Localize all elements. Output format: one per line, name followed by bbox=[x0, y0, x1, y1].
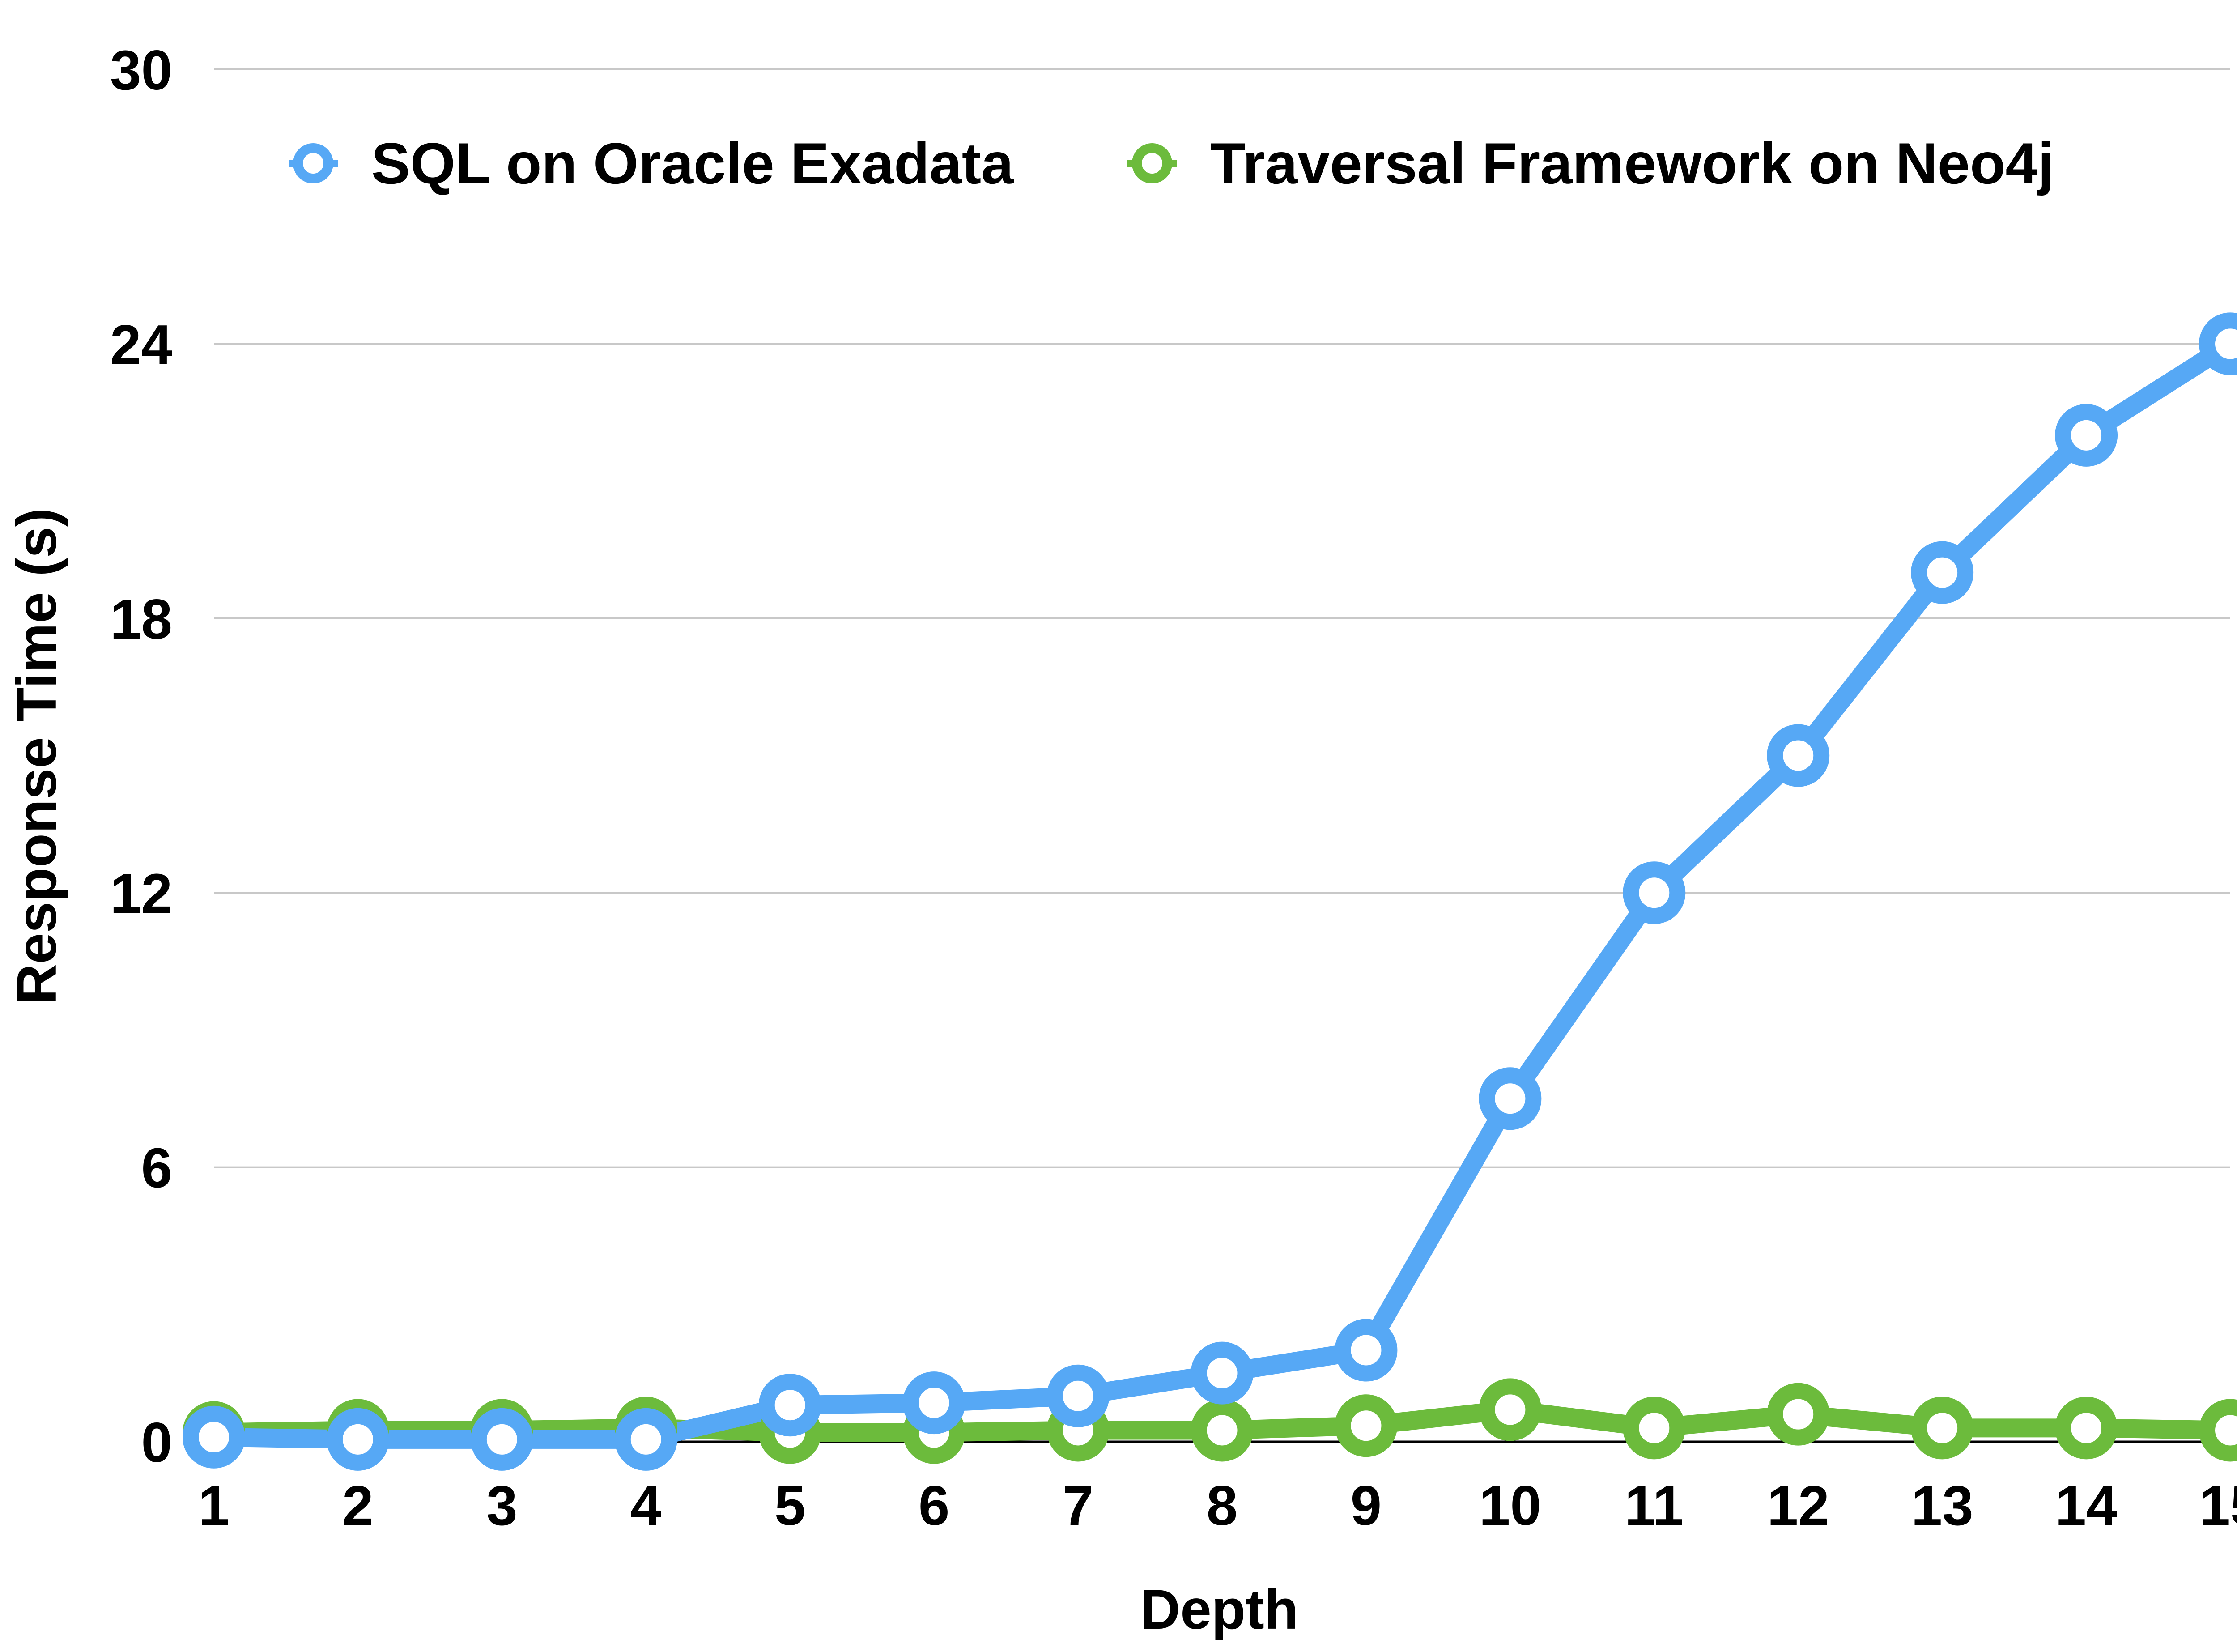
x-tick-label: 9 bbox=[1351, 1475, 1382, 1537]
data-point bbox=[183, 1405, 245, 1469]
axes: 0612182430123456789101112131415 bbox=[110, 39, 2237, 1537]
x-tick-label: 7 bbox=[1063, 1475, 1094, 1537]
legend-item: SQL on Oracle Exadata bbox=[289, 131, 1014, 196]
data-point bbox=[1335, 1394, 1398, 1457]
x-tick-label: 5 bbox=[774, 1475, 806, 1537]
legend: SQL on Oracle Exadata Traversal Framework… bbox=[289, 131, 2054, 196]
legend-item: Traversal Framework on Neo4j bbox=[1127, 131, 2054, 196]
data-point bbox=[2199, 312, 2237, 375]
data-point bbox=[1623, 861, 1686, 924]
legend-swatch-marker bbox=[293, 143, 333, 183]
data-point bbox=[1767, 1383, 1830, 1446]
x-tick-label: 1 bbox=[198, 1475, 230, 1537]
data-point bbox=[2055, 1397, 2118, 1460]
x-tick-label: 13 bbox=[1911, 1475, 1973, 1537]
x-tick-label: 10 bbox=[1479, 1475, 1541, 1537]
x-tick-label: 6 bbox=[919, 1475, 950, 1537]
x-tick-label: 12 bbox=[1767, 1475, 1829, 1537]
data-point bbox=[1046, 1364, 1110, 1427]
series-markers bbox=[183, 312, 2237, 1471]
data-point bbox=[2055, 404, 2118, 467]
y-tick-label: 24 bbox=[110, 314, 172, 376]
y-axis-title: Response Time (s) bbox=[6, 508, 68, 1004]
gridlines bbox=[214, 68, 2230, 1443]
y-tick-label: 12 bbox=[110, 863, 172, 925]
x-tick-label: 8 bbox=[1207, 1475, 1238, 1537]
series-lines bbox=[204, 334, 2237, 1449]
x-tick-label: 15 bbox=[2199, 1475, 2237, 1537]
x-tick-label: 2 bbox=[342, 1475, 374, 1537]
legend-swatch-marker bbox=[1132, 143, 1172, 183]
data-point bbox=[1479, 1067, 1542, 1130]
data-point bbox=[1623, 1397, 1686, 1460]
data-point bbox=[1911, 541, 1974, 604]
data-point bbox=[902, 1371, 965, 1435]
data-point bbox=[614, 1408, 677, 1471]
data-point bbox=[1767, 724, 1830, 787]
data-point bbox=[1191, 1341, 1254, 1405]
data-point bbox=[2199, 1399, 2237, 1462]
legend-label: Traversal Framework on Neo4j bbox=[1210, 131, 2054, 196]
y-tick-label: 18 bbox=[110, 588, 172, 651]
legend-label: SQL on Oracle Exadata bbox=[371, 131, 1014, 196]
y-tick-label: 0 bbox=[141, 1412, 172, 1474]
x-tick-label: 3 bbox=[486, 1475, 518, 1537]
data-point bbox=[1191, 1399, 1254, 1462]
y-tick-label: 6 bbox=[141, 1137, 172, 1200]
x-axis-title: Depth bbox=[1140, 1579, 1298, 1641]
y-tick-label: 30 bbox=[110, 39, 172, 102]
data-point bbox=[1479, 1378, 1542, 1441]
data-point bbox=[1911, 1397, 1974, 1460]
data-point bbox=[470, 1408, 533, 1471]
data-point bbox=[326, 1408, 389, 1471]
data-point bbox=[758, 1374, 821, 1437]
x-tick-label: 4 bbox=[630, 1475, 662, 1537]
data-point bbox=[1335, 1319, 1398, 1382]
x-tick-label: 14 bbox=[2055, 1475, 2118, 1537]
series-line-0 bbox=[204, 334, 2237, 1449]
x-tick-label: 11 bbox=[1625, 1475, 1684, 1537]
